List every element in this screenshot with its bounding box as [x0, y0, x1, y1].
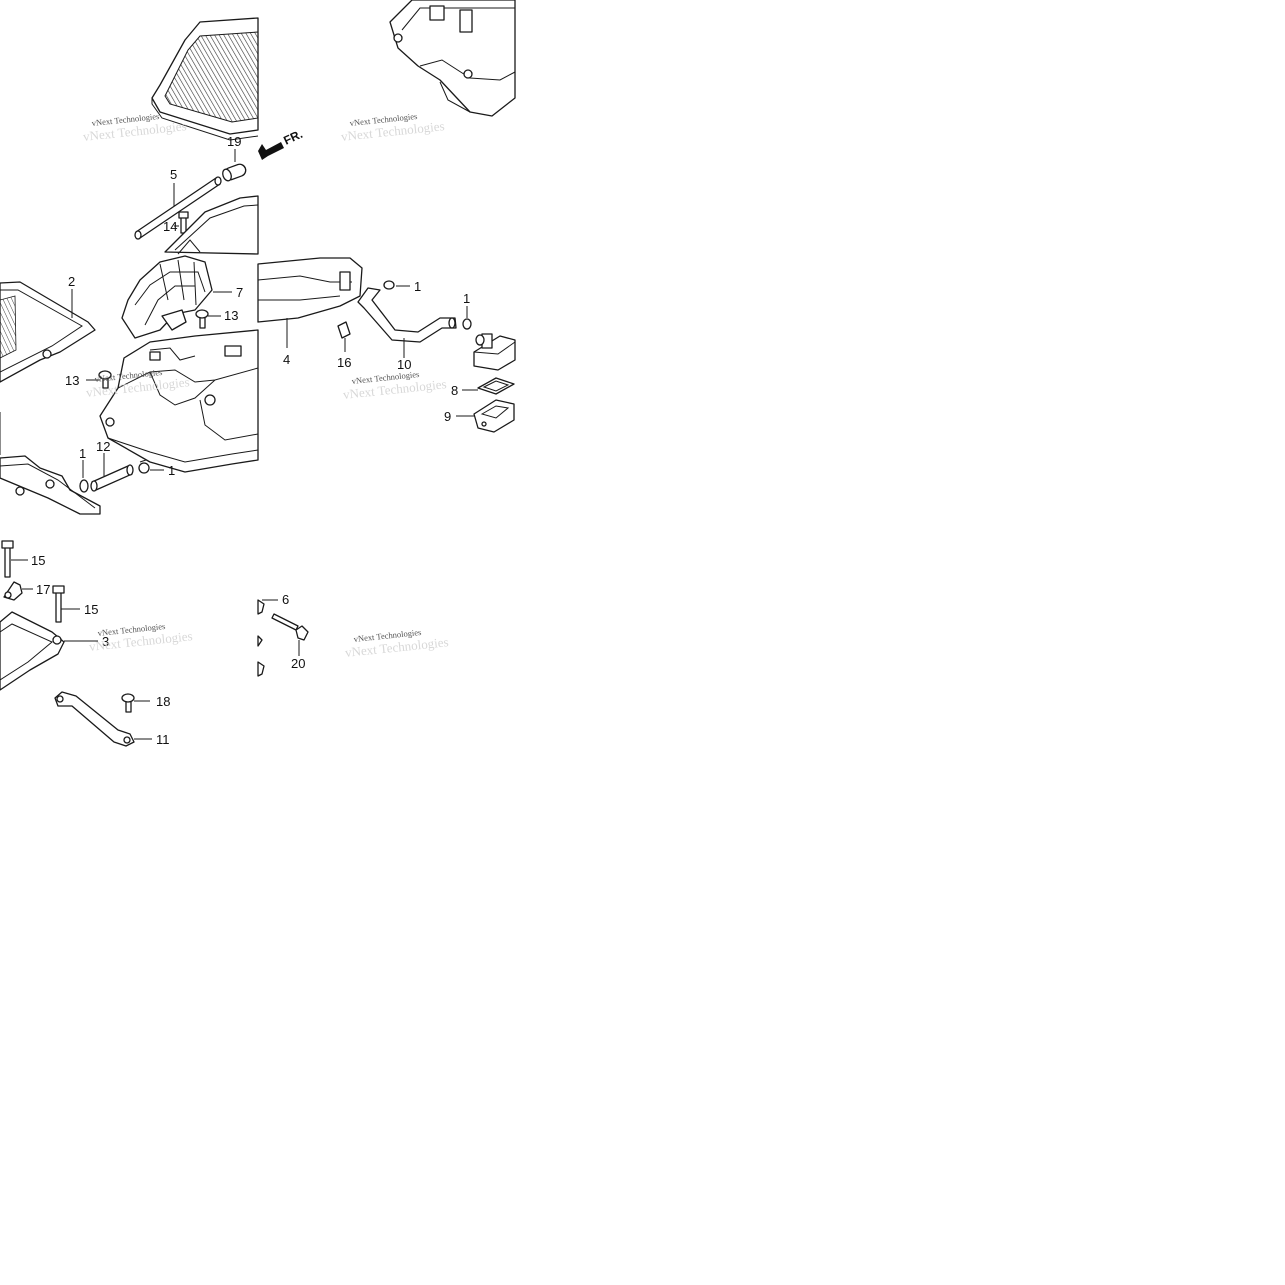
left-panel [0, 17, 284, 747]
callout-18: 18 [156, 694, 170, 709]
watermark: vNext Technologies vNext Technologies [344, 627, 449, 660]
bolt-13-lower [86, 370, 112, 389]
manifold-flange [0, 412, 101, 515]
carburetor-housing [389, 0, 516, 117]
hose-clip-1-upper [383, 280, 410, 290]
callout-9: 9 [444, 409, 451, 424]
watermark: vNext Technologies vNext Technologies [342, 369, 447, 402]
callout-12: 12 [96, 439, 110, 454]
callout-1: 1 [168, 463, 175, 478]
callout-19: 19 [227, 134, 241, 149]
callout-15: 15 [84, 602, 98, 617]
case-edge [164, 195, 259, 255]
lower-cover-3 [0, 611, 98, 691]
bolt-15-upper [1, 540, 28, 578]
connector-tube-19 [222, 149, 247, 182]
callout-14: 14 [163, 219, 177, 234]
clamp-17 [3, 581, 33, 601]
callout-4: 4 [283, 352, 290, 367]
seal-6 [257, 599, 278, 677]
callout-15: 15 [31, 553, 45, 568]
right-panel [257, 0, 516, 677]
front-direction-label: FR. [281, 127, 304, 148]
callout-6: 6 [282, 592, 289, 607]
hose-clip-1-side [462, 306, 472, 330]
callout-1: 1 [414, 279, 421, 294]
callout-7: 7 [236, 285, 243, 300]
watermark: vNext Technologies vNext Technologies [88, 621, 193, 654]
front-arrow-icon [258, 142, 284, 160]
grommet-16 [337, 321, 351, 352]
callout-1: 1 [463, 291, 470, 306]
hose-10 [357, 287, 457, 358]
callout-8: 8 [451, 383, 458, 398]
callout-3: 3 [102, 634, 109, 649]
callout-16: 16 [337, 355, 351, 370]
callout-11: 11 [156, 732, 170, 747]
valve-plate-9 [456, 399, 515, 433]
watermark: vNext Technologies vNext Technologies [340, 111, 445, 144]
hose-clip-1-right [138, 459, 164, 474]
hose-clip-1-left [79, 460, 89, 493]
gasket-8 [462, 377, 515, 395]
callout-13: 13 [224, 308, 238, 323]
breather-tube-5 [134, 176, 222, 240]
air-cleaner-case [99, 329, 259, 473]
callout-1: 1 [79, 446, 86, 461]
callout-5: 5 [170, 167, 177, 182]
callout-20: 20 [291, 656, 305, 671]
watermarks: vNext Technologies vNext Technologies vN… [82, 111, 449, 660]
callout-2: 2 [68, 274, 75, 289]
callout-13: 13 [65, 373, 79, 388]
air-filter-element [151, 17, 259, 141]
callout-labels: 1 1 1 1 2 3 4 5 6 7 8 9 10 11 12 13 13 1… [31, 134, 470, 747]
case-half-4 [257, 257, 363, 348]
air-cleaner-cover-2 [0, 281, 96, 383]
bolt-18 [121, 693, 150, 713]
stay-11 [54, 691, 152, 747]
bolt-13-upper [195, 309, 221, 329]
callout-17: 17 [36, 582, 50, 597]
callout-10: 10 [397, 357, 411, 372]
hose-12 [90, 453, 134, 492]
reed-valve-body [473, 333, 516, 371]
bolt-20 [271, 613, 309, 656]
intake-duct-7 [121, 255, 232, 339]
bolt-15-lower [52, 585, 80, 623]
